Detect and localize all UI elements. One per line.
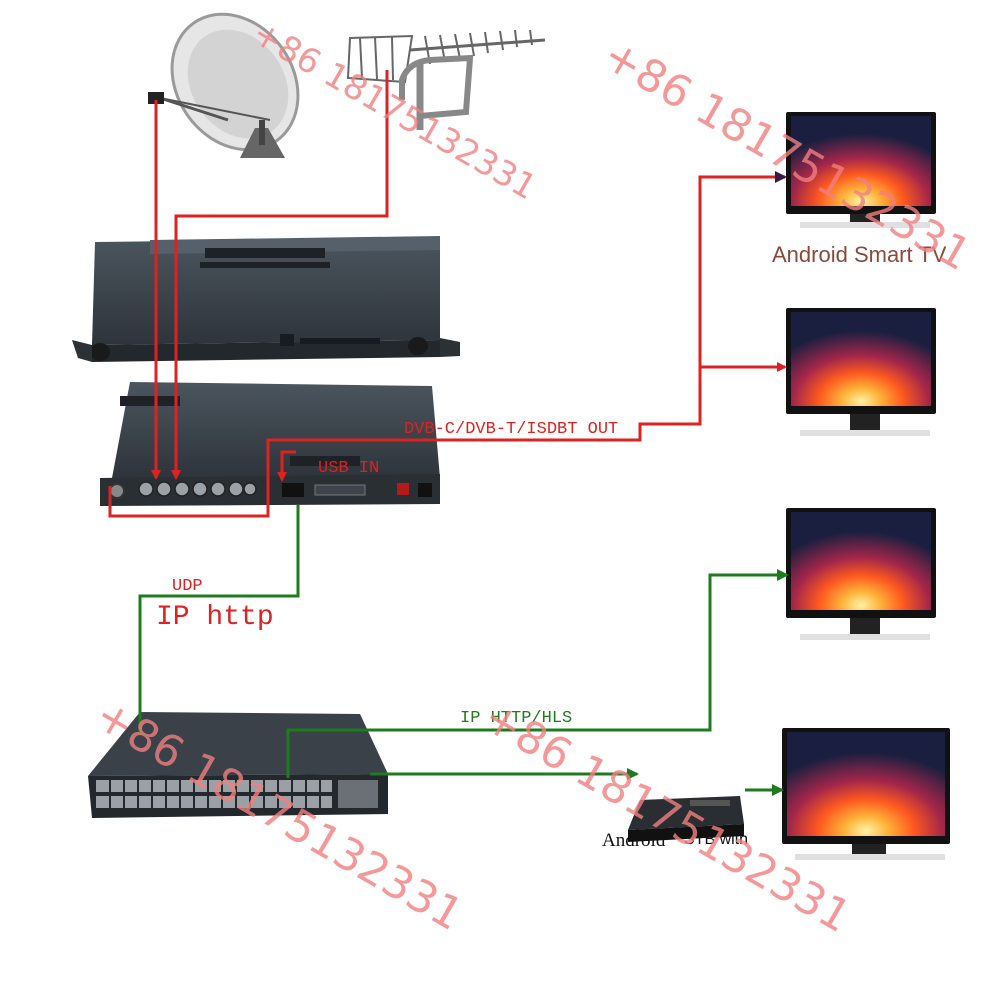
usb-in-label: USB IN bbox=[318, 459, 379, 478]
dvb-out-label: DVB-C/DVB-T/ISDBT OUT bbox=[404, 420, 618, 439]
rack-gateway-icon bbox=[100, 382, 440, 506]
android-label: Android bbox=[602, 830, 666, 851]
tv-icon bbox=[786, 112, 936, 228]
red-signal-lines bbox=[108, 70, 787, 518]
network-switch-icon bbox=[88, 712, 388, 818]
yagi-antenna-icon bbox=[346, 29, 546, 130]
ip-http-label: IP http bbox=[156, 602, 274, 633]
tv-icon bbox=[786, 508, 936, 640]
android-smart-tv-label: Android Smart TV bbox=[772, 242, 947, 267]
stb-with-label: STB with bbox=[684, 831, 748, 848]
rack-encoder-icon bbox=[72, 236, 460, 362]
tv-icon bbox=[782, 728, 950, 860]
ip-http-hls-label: IP HTTP/HLS bbox=[460, 709, 572, 728]
green-network-lines bbox=[138, 505, 789, 796]
satellite-dish-icon bbox=[148, 12, 300, 158]
set-top-box-icon bbox=[628, 796, 744, 842]
tv-icon bbox=[786, 308, 936, 436]
udp-label: UDP bbox=[172, 577, 203, 596]
